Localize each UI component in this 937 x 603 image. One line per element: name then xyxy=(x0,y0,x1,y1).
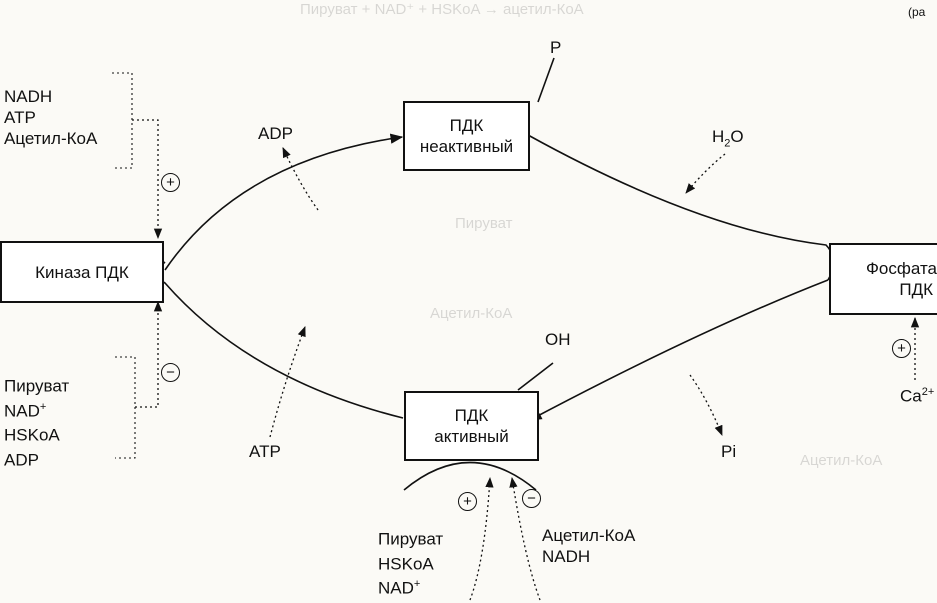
active-inhibitors: Ацетил-КоА NADH xyxy=(542,525,635,567)
phosphorylation-arrow xyxy=(164,133,404,271)
kinase-inhibitor-item: ADP xyxy=(4,450,39,470)
kinase-inhibitor-connector xyxy=(135,300,163,408)
active-activator-item: NAD+ xyxy=(378,578,421,598)
pi-arrow xyxy=(689,374,723,436)
water-label: H2O xyxy=(712,127,744,150)
kinase-activator-bracket xyxy=(112,72,133,169)
pdk-kinase-label: Киназа ПДК xyxy=(35,262,129,282)
active-pdc-arch xyxy=(403,461,537,491)
bleed-through-text: Ацетил-КоА xyxy=(430,305,513,322)
pdc-active-box: ПДК активный xyxy=(404,391,539,461)
active-inhibition-sign: − xyxy=(522,489,541,508)
active-activation-sign: + xyxy=(458,492,477,511)
calcium-label: Ca2+ xyxy=(900,386,935,406)
active-activator-arrow xyxy=(469,476,494,601)
active-activator-item: HSKoA xyxy=(378,554,434,574)
pdk-kinase-box: Киназа ПДК xyxy=(0,241,164,303)
kinase-activator-connector xyxy=(132,119,163,240)
active-inhibitor-item: Ацетил-КоА xyxy=(542,526,636,545)
page-fragment: (ра xyxy=(908,5,926,19)
hydroxyl-bond xyxy=(517,362,554,391)
adp-arrow xyxy=(282,147,319,211)
h2o-arrow xyxy=(685,153,726,194)
phosphate-bond xyxy=(537,57,555,103)
dephosphorylation-arrow xyxy=(528,279,829,421)
phosphatase-activation-sign: + xyxy=(892,339,911,358)
kinase-activation-sign: + xyxy=(161,173,180,192)
adp-label: ADP xyxy=(258,124,293,143)
inactivation-lower-line xyxy=(156,261,404,419)
active-activator-item: Пируват xyxy=(378,529,444,549)
atp-label: ATP xyxy=(249,442,281,461)
active-inhibitor-item: NADH xyxy=(542,547,591,566)
kinase-activator-item: Ацетил-КоА xyxy=(4,129,98,148)
bleed-through-text: Пируват + NAD⁺ + HSKoA → ацетил-КоА xyxy=(300,1,584,18)
kinase-inhibitors: Пируват NAD+ HSKoA ADP xyxy=(4,372,69,471)
kinase-inhibitor-item: NAD+ xyxy=(4,400,47,421)
hydroxyl-label: OH xyxy=(545,330,571,349)
kinase-inhibitor-bracket xyxy=(115,356,136,459)
kinase-activators: NADH ATP Ацетил-КоА xyxy=(4,86,97,149)
pdc-active-label: ПДК xyxy=(454,406,489,425)
kinase-activator-item: NADH xyxy=(4,87,53,106)
kinase-inhibitor-item: Пируват xyxy=(4,376,70,396)
bleed-through-text: Пируват xyxy=(455,215,513,232)
bleed-through-text: Ацетил-КоА xyxy=(800,452,883,469)
pdp-phosphatase-label-2: ПДК xyxy=(899,280,933,299)
active-inhibitor-arrow xyxy=(509,476,541,601)
pi-label: Pi xyxy=(721,442,737,461)
pdp-phosphatase-box: Фосфата ПДК xyxy=(829,243,937,315)
pdp-phosphatase-label: Фосфата xyxy=(866,259,937,278)
kinase-inhibitor-item: HSKoA xyxy=(4,425,60,445)
pdc-inactive-box: ПДК неактивный xyxy=(403,101,530,171)
kinase-activator-item: ATP xyxy=(4,108,36,127)
phosphate-label: P xyxy=(550,38,562,57)
pdc-active-state: активный xyxy=(434,427,509,446)
kinase-inhibition-sign: − xyxy=(161,363,180,382)
pdc-inactive-state: неактивный xyxy=(419,137,514,156)
dephosphorylation-upper-line xyxy=(527,134,835,281)
pdc-inactive-label: ПДК xyxy=(449,116,484,135)
active-activators: Пируват HSKoA NAD+ xyxy=(378,525,443,599)
